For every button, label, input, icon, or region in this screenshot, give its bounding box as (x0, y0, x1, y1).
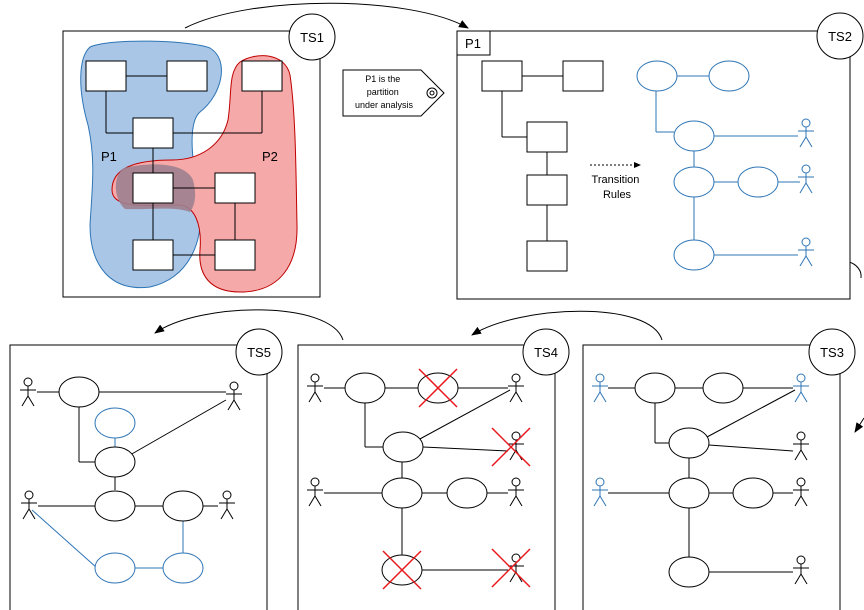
ts1-node (85, 60, 127, 92)
ts4-state (382, 431, 424, 463)
ts3-state (634, 372, 676, 404)
ts2-black-edges (501, 75, 563, 241)
tag-line-2: partition (367, 87, 399, 97)
panel-ts3: TS3 (582, 328, 856, 610)
ts2-state (636, 60, 678, 92)
p1-tab-label: P1 (465, 36, 481, 51)
ts5-blue-edges (31, 438, 184, 569)
ts3-badge (808, 328, 856, 376)
ts3-edges (608, 387, 796, 573)
ts2-node (562, 60, 604, 92)
arrow-ts3-to-ts4 (471, 310, 663, 341)
ts3-state (668, 427, 710, 459)
ts1-node (132, 117, 174, 149)
ts4-edges (324, 387, 511, 571)
arrow-ts4-to-ts5 (154, 309, 344, 341)
ts3-state (668, 556, 710, 588)
arrow-ts2-to-ts3 (848, 261, 862, 279)
ts2-node (526, 240, 568, 272)
ts3-label: TS3 (820, 345, 844, 360)
ts1-label: TS1 (300, 30, 324, 45)
ts5-state (94, 446, 136, 478)
svg-text:Transition Rules: Transition Rules (592, 174, 643, 201)
panel-ts5: TS5 (9, 328, 283, 610)
transition-label-line-2: Rules (603, 189, 632, 201)
ts3-state (732, 477, 774, 509)
ts2-state (673, 166, 715, 198)
tag-line-3: under analysis (355, 100, 414, 110)
ts1-edges (105, 75, 263, 256)
svg-text:P1 is the partition: P1 is the partition under analysis (355, 74, 414, 110)
ts4-badge (522, 328, 570, 376)
ts4-label: TS4 (534, 345, 558, 360)
annotation-tag: P1 is the partition under analysis (342, 69, 445, 117)
ts1-node (241, 60, 283, 92)
ts5-state (94, 552, 136, 584)
ts2-state (673, 120, 715, 152)
p1-region-label: P1 (101, 149, 117, 164)
ts5-label: TS5 (247, 345, 271, 360)
ts1-node (132, 172, 174, 204)
ts4-state (381, 477, 423, 509)
ts1-node (214, 239, 256, 271)
ts3-state (668, 477, 710, 509)
ts2-state (673, 239, 715, 271)
panel-ts4: TS4 (297, 328, 570, 610)
p1-tab (456, 30, 491, 56)
ts5-state (94, 407, 136, 439)
transition-label-line-1: Transition (592, 174, 640, 186)
partition-p2 (111, 55, 298, 293)
panel-ts2: P1 Transition Rules (456, 12, 864, 300)
panel-ts1: P1 P2 TS1 (62, 13, 336, 298)
ts5-state (94, 490, 136, 522)
ts4-state (446, 477, 488, 509)
ts2-node (526, 174, 568, 206)
ts5-black-edges (37, 391, 227, 507)
ts1-node (132, 239, 174, 271)
ts2-node (481, 60, 523, 92)
ts4-state (344, 372, 386, 404)
ts2-badge (816, 12, 864, 60)
ts5-state (162, 552, 204, 584)
ts5-state (58, 376, 100, 408)
ts2-state (708, 60, 750, 92)
ts2-state (737, 166, 779, 198)
ts2-label: TS2 (828, 29, 852, 44)
p2-region-label: P2 (262, 149, 278, 164)
arrow-ts1-to-ts2 (184, 2, 469, 29)
ts1-badge (288, 13, 336, 61)
ts1-node (166, 60, 208, 92)
ts2-node (526, 121, 568, 153)
ts5-badge (235, 328, 283, 376)
ts2-blue-edges (655, 75, 800, 256)
tag-line-1: P1 is the (365, 74, 400, 84)
ts3-state (702, 372, 744, 404)
ts5-state (162, 490, 204, 522)
ts1-node (214, 172, 256, 204)
arrow-into-ts3 (854, 417, 864, 433)
